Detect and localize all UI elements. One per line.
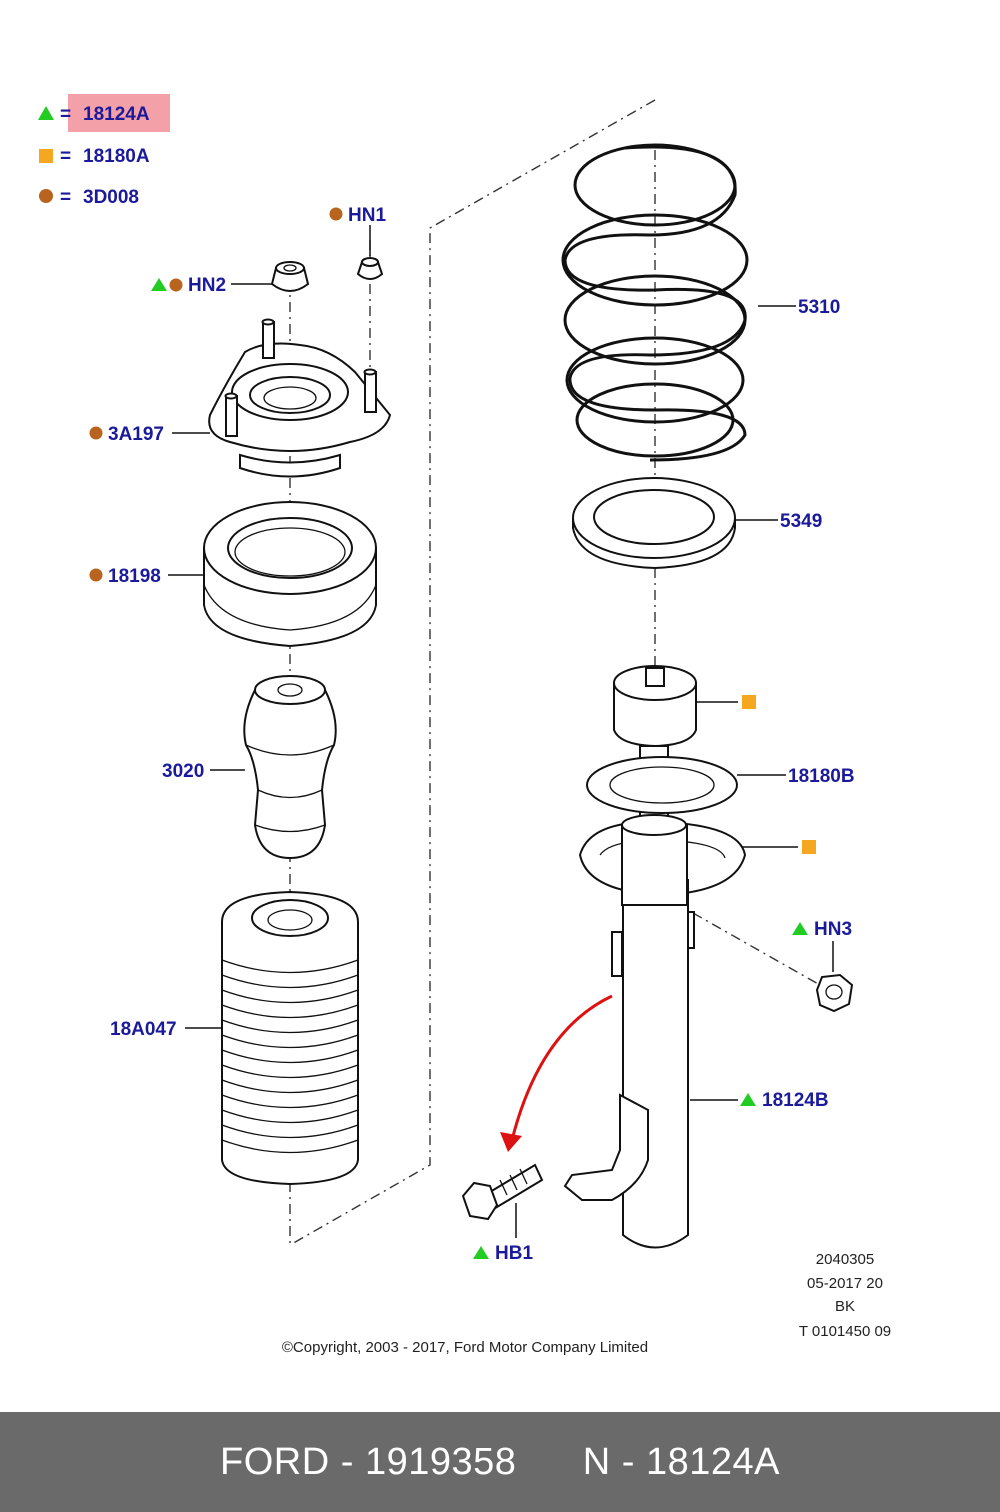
footer-spacer <box>516 1441 582 1484</box>
callout-18198[interactable]: 18198 <box>108 566 161 587</box>
triangle-icon <box>792 922 808 935</box>
triangle-icon <box>740 1093 756 1106</box>
callout-hn2[interactable]: HN2 <box>188 275 226 296</box>
dust-boot-18a047[interactable] <box>221 890 359 1186</box>
legend-text-18180a[interactable]: 18180A <box>83 146 150 167</box>
triangle-icon <box>38 106 54 120</box>
diagram-meta: 2040305 05-2017 20 BK T 0101450 09 <box>799 1251 891 1340</box>
circle-icon <box>89 426 103 440</box>
footer-bar: FORD - 1919358 N - 18124A <box>0 1412 1000 1512</box>
legend-text-18124a[interactable]: 18124A <box>83 104 150 125</box>
legend: = 18124A = 18180A = 3D008 <box>38 94 170 208</box>
callout-hn1[interactable]: HN1 <box>348 205 386 226</box>
callout-3a197[interactable]: 3A197 <box>108 424 164 445</box>
upper-cup[interactable] <box>613 665 697 748</box>
meta-line-1: 2040305 <box>816 1251 874 1268</box>
meta-line-2: 05-2017 20 <box>807 1275 883 1292</box>
legend-eq-3: = <box>60 187 71 208</box>
top-mount-3a197[interactable] <box>208 318 392 478</box>
callout-hb1[interactable]: HB1 <box>495 1243 533 1264</box>
red-arrowhead-icon <box>500 1132 522 1152</box>
legend-eq-1: = <box>60 104 71 125</box>
leaders <box>168 225 834 1238</box>
circle-icon <box>39 189 53 203</box>
legend-highlight <box>68 94 170 132</box>
triangle-icon <box>473 1246 489 1259</box>
meta-line-3: BK <box>835 1298 855 1315</box>
callout-18124b[interactable]: 18124B <box>762 1090 829 1111</box>
bump-stop-3020[interactable] <box>243 675 337 860</box>
square-icon <box>39 149 53 163</box>
callout-18180b[interactable]: 18180B <box>788 766 855 787</box>
meta-line-4: T 0101450 09 <box>799 1323 891 1340</box>
bearing-18198[interactable] <box>203 501 377 648</box>
square-icon <box>802 840 816 854</box>
nut-hn3[interactable] <box>815 973 854 1013</box>
circle-icon <box>329 207 343 221</box>
callout-18a047[interactable]: 18A047 <box>110 1019 177 1040</box>
strut-18124b[interactable] <box>563 745 747 1249</box>
footer-brand-part: FORD - 1919358 <box>220 1440 517 1483</box>
legend-eq-2: = <box>60 146 71 167</box>
coil-spring-5310[interactable] <box>561 143 749 462</box>
copyright-text: ©Copyright, 2003 - 2017, Ford Motor Comp… <box>282 1339 648 1356</box>
bolt-hb1[interactable] <box>461 1163 544 1221</box>
nut-hn1[interactable] <box>356 257 384 280</box>
callout-5349[interactable]: 5349 <box>780 511 822 532</box>
circle-icon <box>169 278 183 292</box>
footer-ref: N - 18124A <box>582 1440 780 1483</box>
square-icon <box>742 695 756 709</box>
callout-5310[interactable]: 5310 <box>798 297 840 318</box>
red-arrow-icon <box>510 994 613 1141</box>
callout-hn3[interactable]: HN3 <box>814 919 852 940</box>
nut-hn2[interactable] <box>270 261 310 292</box>
callout-3020[interactable]: 3020 <box>162 761 204 782</box>
exploded-parts-diagram: = 18124A = 18180A = 3D008 <box>38 94 891 1356</box>
spring-seat-5349[interactable] <box>572 477 736 570</box>
legend-text-3d008[interactable]: 3D008 <box>83 187 139 208</box>
circle-icon <box>89 568 103 582</box>
triangle-icon <box>151 278 167 291</box>
callouts: HN1 HN2 3A197 18198 3020 18A047 5310 534… <box>89 205 855 1264</box>
